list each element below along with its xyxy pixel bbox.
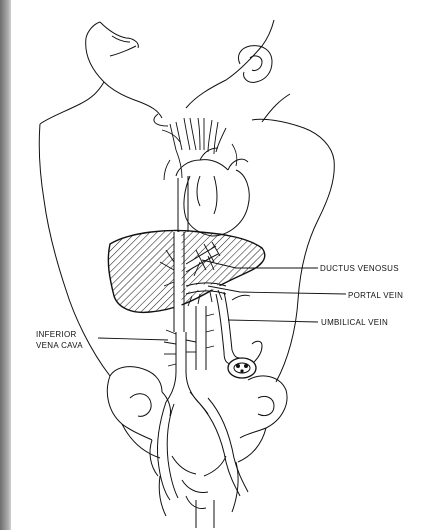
label-portal-vein: PORTAL VEIN — [348, 291, 403, 300]
label-umbilical-vein: UMBILICAL VEIN — [321, 318, 388, 327]
label-ductus-venosus: DUCTUS VENOSUS — [320, 264, 399, 273]
umbilical-cord-stump — [228, 341, 262, 378]
pelvis — [107, 367, 287, 528]
heart — [164, 144, 249, 236]
label-inferior-vena-cava-line2: VENA CAVA — [36, 341, 83, 350]
iliac-vessels — [157, 392, 248, 500]
umbilical-vein — [216, 292, 240, 364]
label-inferior-vena-cava-line1: INFERIOR — [36, 330, 77, 339]
head-outline — [40, 20, 274, 124]
ear-drawing — [238, 46, 272, 83]
